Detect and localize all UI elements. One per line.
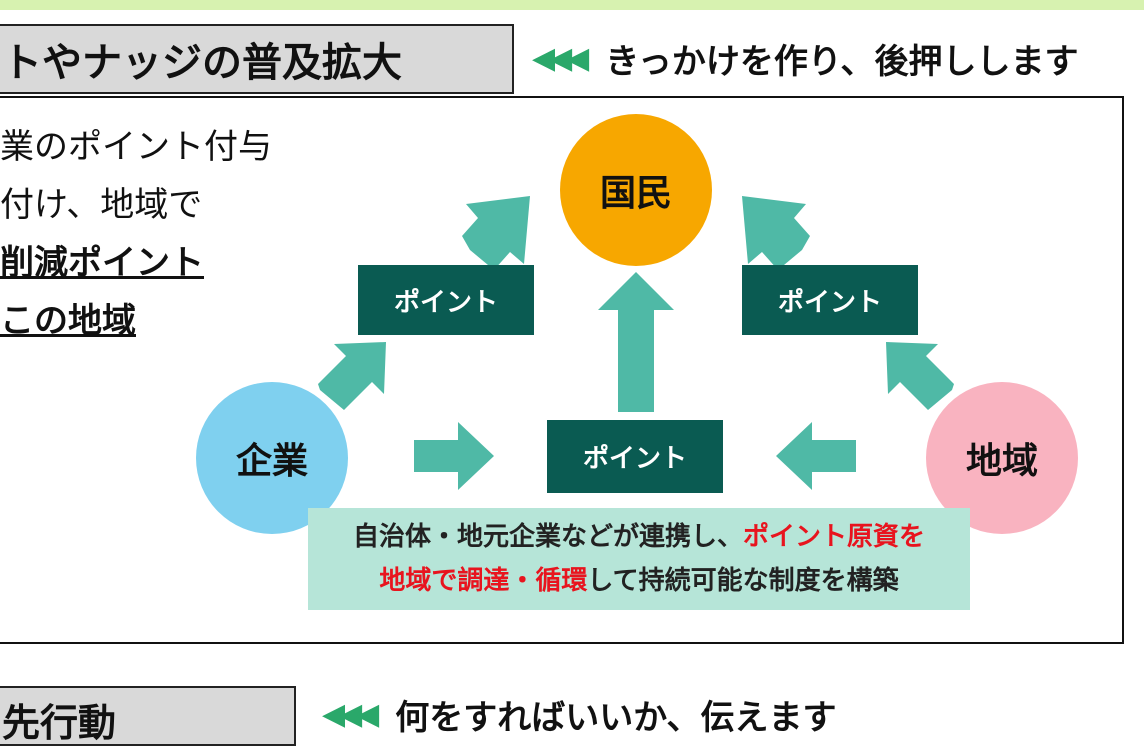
bottom-tagline-text: 何をすればいいか、伝えます bbox=[395, 698, 837, 738]
bottom-section-title-box: 先行動 bbox=[0, 686, 296, 746]
point-box-center: ポイント bbox=[547, 420, 723, 493]
point-box-right: ポイント bbox=[742, 265, 918, 335]
arrow-diag-up-left-icon bbox=[742, 196, 810, 270]
section-tagline: ◀◀◀ きっかけを作り、後押しします bbox=[532, 34, 1079, 83]
left-line-1: 業のポイント付与 bbox=[0, 127, 272, 167]
tagline-text: きっかけを作り、後押しします bbox=[605, 42, 1079, 82]
bottom-tagline: ◀◀◀ 何をすればいいか、伝えます bbox=[322, 690, 837, 739]
top-band bbox=[0, 0, 1144, 10]
arrow-diag-up-left-icon bbox=[886, 342, 954, 410]
note-line-2: 地域で調達・循環して持続可能な制度を構築 bbox=[379, 559, 898, 603]
arrow-right-icon bbox=[414, 422, 494, 490]
note-line-1-highlight: ポイント原資を bbox=[743, 522, 926, 552]
left-line-4: この地域 bbox=[0, 301, 136, 341]
point-box-left: ポイント bbox=[358, 265, 534, 335]
note-line-2-text: して持続可能な制度を構築 bbox=[587, 566, 899, 596]
arrow-diag-up-right-icon bbox=[462, 196, 530, 270]
bottom-section-title: 先行動 bbox=[2, 701, 117, 745]
note-line-1: 自治体・地元企業などが連携し、ポイント原資を bbox=[353, 515, 925, 559]
triple-arrow-left-icon: ◀◀◀ bbox=[532, 41, 589, 76]
citizens-circle: 国民 bbox=[560, 114, 712, 266]
region-circle: 地域 bbox=[926, 382, 1078, 534]
note-line-2-highlight: 地域で調達・循環 bbox=[379, 566, 588, 596]
arrow-left-icon bbox=[776, 422, 856, 490]
section-title: トやナッジの普及拡大 bbox=[2, 40, 402, 86]
left-line-2: 付け、地域で bbox=[0, 185, 203, 225]
left-line-3: 削減ポイント bbox=[0, 243, 204, 283]
arrow-up-icon bbox=[598, 272, 674, 412]
note-line-1-text: 自治体・地元企業などが連携し、 bbox=[352, 522, 743, 552]
section-title-box: トやナッジの普及拡大 bbox=[0, 24, 514, 94]
arrow-diag-up-right-icon bbox=[318, 342, 386, 410]
cooperation-note: 自治体・地元企業などが連携し、ポイント原資を 地域で調達・循環して持続可能な制度… bbox=[308, 508, 970, 610]
triple-arrow-left-icon: ◀◀◀ bbox=[322, 697, 379, 732]
left-description: 業のポイント付与 付け、地域で 削減ポイント この地域 bbox=[0, 118, 272, 350]
flow-arrows bbox=[318, 196, 954, 490]
